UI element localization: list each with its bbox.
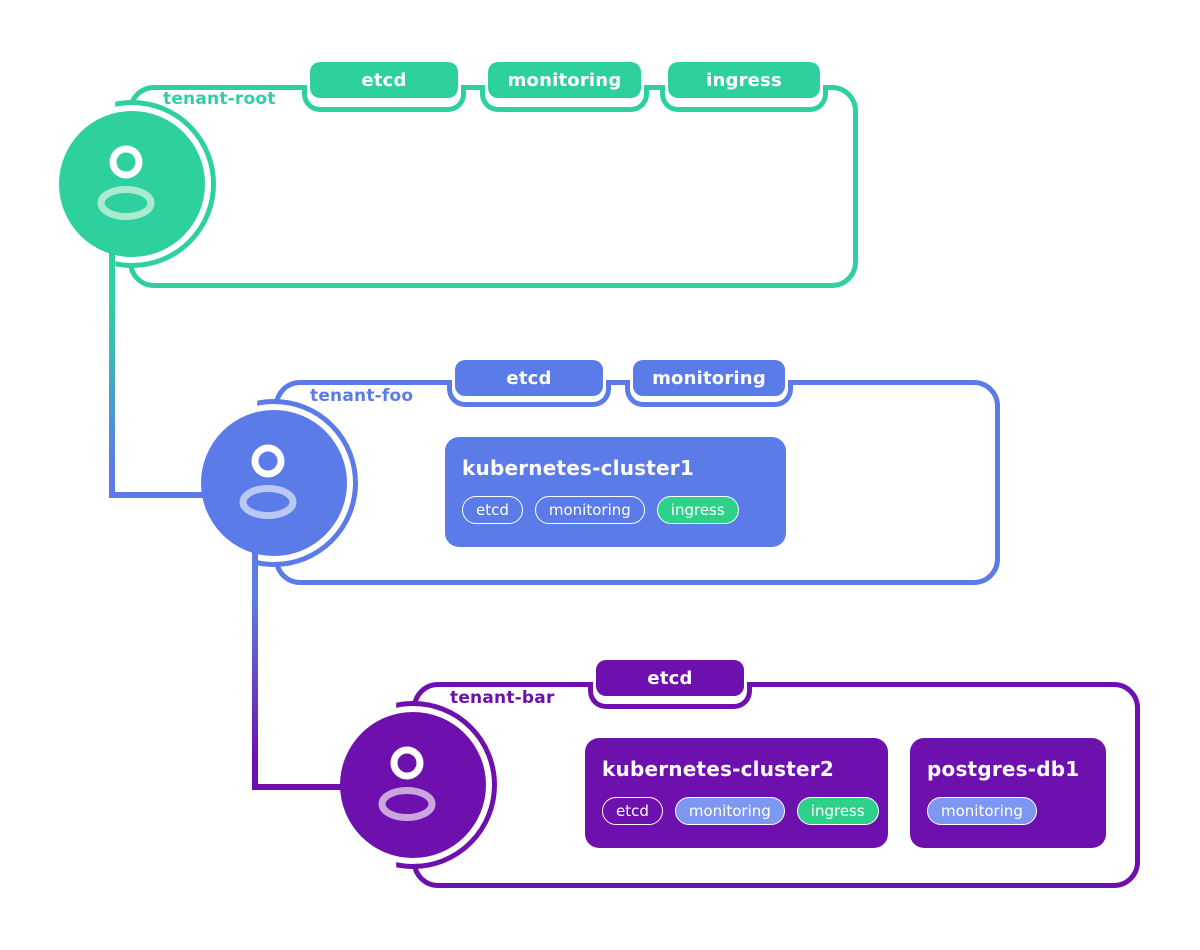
user-icon (97, 145, 155, 220)
tenant-root-box (128, 85, 858, 288)
datastore-pill-monitoring: monitoring (633, 360, 785, 396)
tenant-foo-label: tenant-foo (310, 386, 414, 406)
badge-monitoring: monitoring (674, 797, 785, 825)
user-icon (378, 746, 436, 821)
datastore-pill-etcd: etcd (596, 660, 744, 696)
badge-etcd: etcd (462, 496, 523, 524)
badge-monitoring: monitoring (927, 797, 1037, 825)
datastore-pill-ingress: ingress (668, 62, 820, 98)
workload-card-postgres-db1: postgres-db1 monitoring (910, 738, 1106, 848)
workload-card-kubernetes-cluster1: kubernetes-cluster1 etcd monitoring ingr… (445, 437, 786, 547)
badge-ingress: ingress (656, 496, 739, 524)
workload-title: kubernetes-cluster1 (462, 456, 694, 480)
tenant-bar-avatar (340, 712, 486, 858)
badge-row: monitoring (927, 797, 1089, 825)
datastore-pill-etcd: etcd (310, 62, 458, 98)
tenant-foo-avatar (201, 410, 347, 556)
datastore-pill-etcd: etcd (455, 360, 603, 396)
workload-card-kubernetes-cluster2: kubernetes-cluster2 etcd monitoring ingr… (585, 738, 888, 848)
connector-foo-to-bar-horizontal (252, 784, 348, 790)
workload-title: postgres-db1 (927, 757, 1080, 781)
connector-root-to-foo-horizontal (109, 492, 210, 498)
badge-ingress: ingress (796, 797, 879, 825)
badge-monitoring: monitoring (534, 496, 645, 524)
badge-row: etcd monitoring ingress (602, 797, 879, 825)
connector-root-to-foo-vertical (109, 250, 115, 498)
badge-row: etcd monitoring ingress (462, 496, 769, 524)
tenant-root-label: tenant-root (163, 89, 276, 109)
badge-etcd: etcd (602, 797, 663, 825)
workload-title: kubernetes-cluster2 (602, 757, 834, 781)
tenant-bar-label: tenant-bar (450, 688, 555, 708)
connector-foo-to-bar-vertical (252, 548, 258, 790)
tenant-root-avatar (59, 111, 205, 257)
datastore-pill-monitoring: monitoring (488, 62, 641, 98)
user-icon (239, 444, 297, 519)
